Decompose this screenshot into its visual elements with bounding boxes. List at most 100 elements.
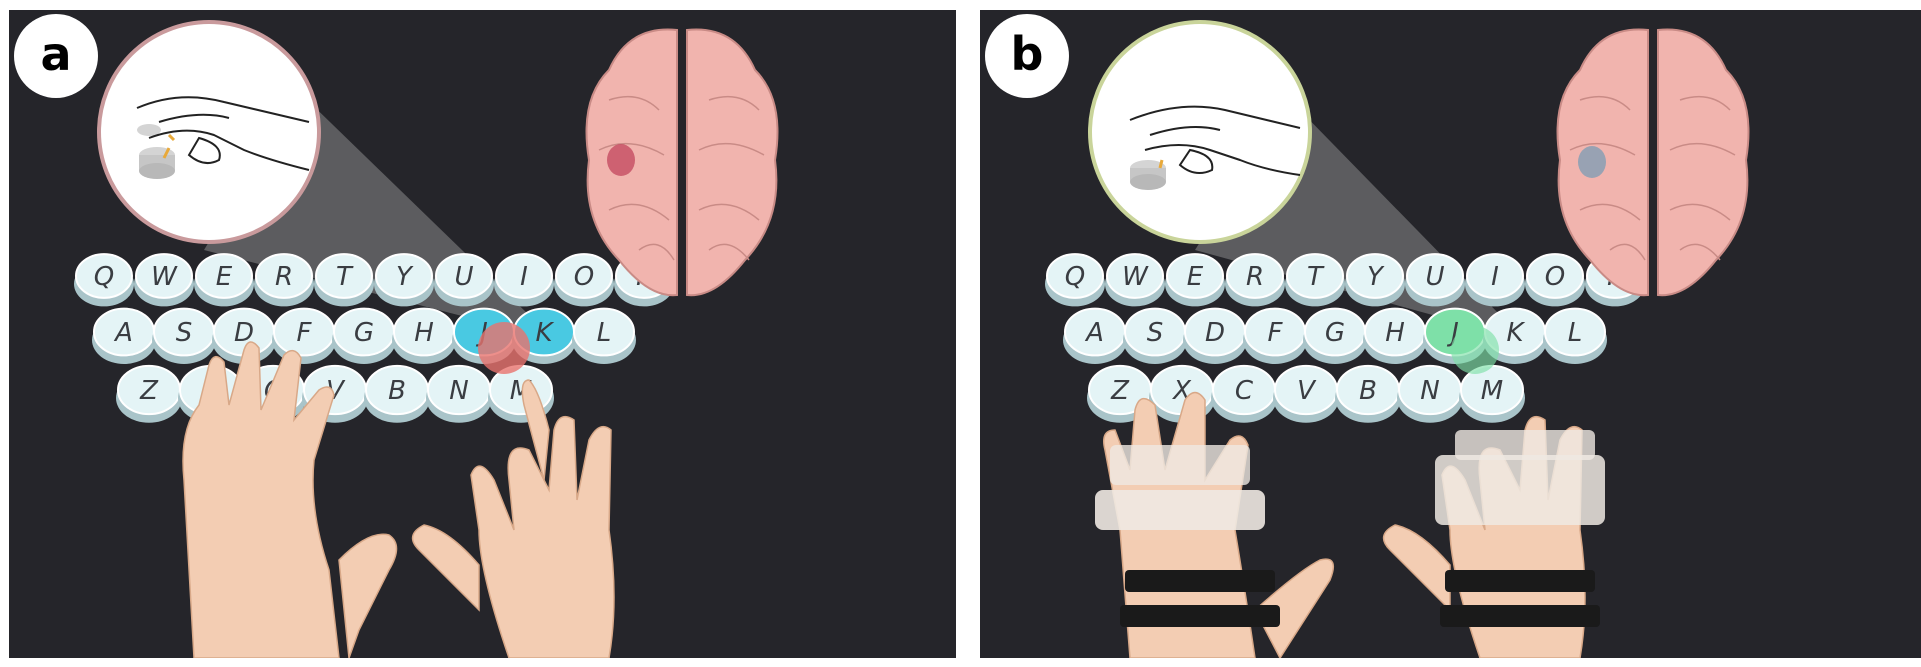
key-label: B [388, 376, 406, 406]
key-label: G [354, 318, 374, 348]
key-u: U [434, 253, 494, 307]
key-q: Q [74, 253, 134, 307]
key-label: O [574, 262, 594, 292]
key-g: G [1303, 307, 1367, 364]
right-hand [411, 379, 615, 658]
key-i: I [1465, 253, 1525, 307]
key-h: H [1363, 307, 1427, 364]
panel-a: QWERTYUIOPASDFGHJKLZXCVBNM [9, 10, 956, 658]
key-label: Z [1110, 376, 1130, 406]
key-label: A [113, 318, 133, 348]
key-s: S [152, 307, 216, 364]
keyboard: QWERTYUIOPASDFGHJKLZXCVBNM [1045, 253, 1645, 423]
key-a: A [1063, 307, 1127, 364]
scene-a: QWERTYUIOPASDFGHJKLZXCVBNM [74, 20, 779, 658]
key-u: U [1405, 253, 1465, 307]
key-r: R [254, 253, 314, 307]
key-label: R [275, 262, 293, 292]
key-label: L [1568, 318, 1583, 348]
key-b: B [1335, 364, 1401, 423]
key-label: E [1187, 262, 1204, 292]
key-v: V [1273, 364, 1339, 423]
brain-icon [585, 28, 779, 297]
key-d: D [1183, 307, 1247, 364]
key-label: T [1307, 262, 1325, 292]
key-n: N [426, 364, 492, 423]
key-label: B [1359, 376, 1377, 406]
key-w: W [134, 253, 194, 307]
key-label: Y [1367, 262, 1385, 292]
key-t: T [314, 253, 374, 307]
touch-highlight [1451, 326, 1499, 374]
key-label: V [1297, 376, 1317, 406]
key-label: H [414, 318, 434, 348]
key-label: N [1420, 376, 1439, 406]
key-o: O [554, 253, 614, 307]
key-label: N [449, 376, 468, 406]
brain-icon [1556, 28, 1750, 297]
key-l: L [572, 307, 636, 364]
key-label: L [597, 318, 612, 348]
hand-pressing-key-icon [97, 20, 321, 244]
key-d: D [212, 307, 276, 364]
key-label: Q [1065, 262, 1085, 292]
right-hand [1382, 415, 1605, 658]
key-label: D [1205, 318, 1225, 348]
key-m: M [488, 364, 554, 423]
key-f: F [272, 307, 336, 364]
key-label: W [1122, 262, 1149, 292]
touch-highlight [478, 322, 530, 374]
key-label: I [1491, 262, 1499, 292]
key-label: E [216, 262, 233, 292]
key-w: W [1105, 253, 1165, 307]
key-e: E [1165, 253, 1225, 307]
panel-label: b [985, 14, 1069, 98]
key-label: G [1325, 318, 1345, 348]
key-label: K [1506, 318, 1525, 348]
key-o: O [1525, 253, 1585, 307]
key-label: D [234, 318, 254, 348]
key-label: R [1246, 262, 1264, 292]
key-label: Z [139, 376, 159, 406]
key-label: F [297, 318, 313, 348]
key-z: Z [116, 364, 182, 423]
key-label: S [176, 318, 193, 348]
key-label: Q [94, 262, 114, 292]
key-label: K [535, 318, 554, 348]
key-y: Y [1345, 253, 1405, 307]
key-label: W [151, 262, 178, 292]
key-label: F [1268, 318, 1284, 348]
key-label: A [1084, 318, 1104, 348]
key-g: G [332, 307, 396, 364]
key-label: Y [396, 262, 414, 292]
key-m: M [1459, 364, 1525, 423]
key-t: T [1285, 253, 1345, 307]
key-y: Y [374, 253, 434, 307]
left-hand [182, 341, 398, 658]
key-label: M [1481, 376, 1503, 406]
key-l: L [1543, 307, 1607, 364]
key-label: I [520, 262, 528, 292]
key-h: H [392, 307, 456, 364]
scene-b: QWERTYUIOPASDFGHJKLZXCVBNM [1045, 20, 1750, 658]
key-q: Q [1045, 253, 1105, 307]
key-i: I [494, 253, 554, 307]
key-label: H [1385, 318, 1405, 348]
key-s: S [1123, 307, 1187, 364]
key-a: A [92, 307, 156, 364]
panel-label: a [14, 14, 98, 98]
panel-b: QWERTYUIOPASDFGHJKLZXCVBNM [980, 10, 1921, 658]
key-label: C [1235, 376, 1254, 406]
key-k: K [1483, 307, 1547, 364]
key-label: T [336, 262, 354, 292]
key-e: E [194, 253, 254, 307]
key-label: S [1147, 318, 1164, 348]
key-label: U [454, 262, 473, 292]
hand-pressing-key-icon [1088, 20, 1312, 244]
key-c: C [1211, 364, 1277, 423]
key-b: B [364, 364, 430, 423]
key-n: N [1397, 364, 1463, 423]
left-hand [1095, 391, 1335, 658]
key-f: F [1243, 307, 1307, 364]
